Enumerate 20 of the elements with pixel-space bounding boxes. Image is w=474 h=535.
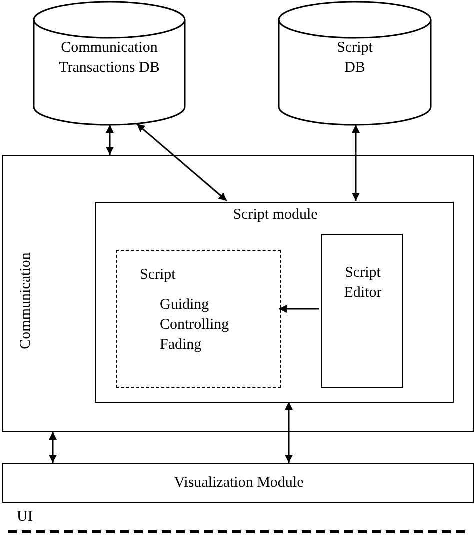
node-label: Guiding Controlling Fading <box>160 296 230 355</box>
node-label: Script DB <box>336 39 374 78</box>
node-label: Communication <box>17 252 35 350</box>
node-label: Communication Transactions DB <box>59 39 160 78</box>
arrow <box>49 432 57 463</box>
node-label: Script module <box>232 206 319 225</box>
module-box <box>2 463 474 503</box>
node-label: Script Editor <box>343 264 383 303</box>
arrow <box>352 125 360 201</box>
arrow <box>106 125 114 155</box>
arrow <box>136 123 228 202</box>
module-box <box>95 202 454 403</box>
system-box <box>2 155 474 432</box>
arrow <box>285 402 293 463</box>
arrow <box>279 305 319 313</box>
node-label: Script <box>140 266 177 285</box>
layer-label: UI <box>17 508 33 527</box>
editor-box <box>321 234 403 388</box>
node-label: Visualization Module <box>173 474 305 493</box>
script-box <box>116 250 281 388</box>
